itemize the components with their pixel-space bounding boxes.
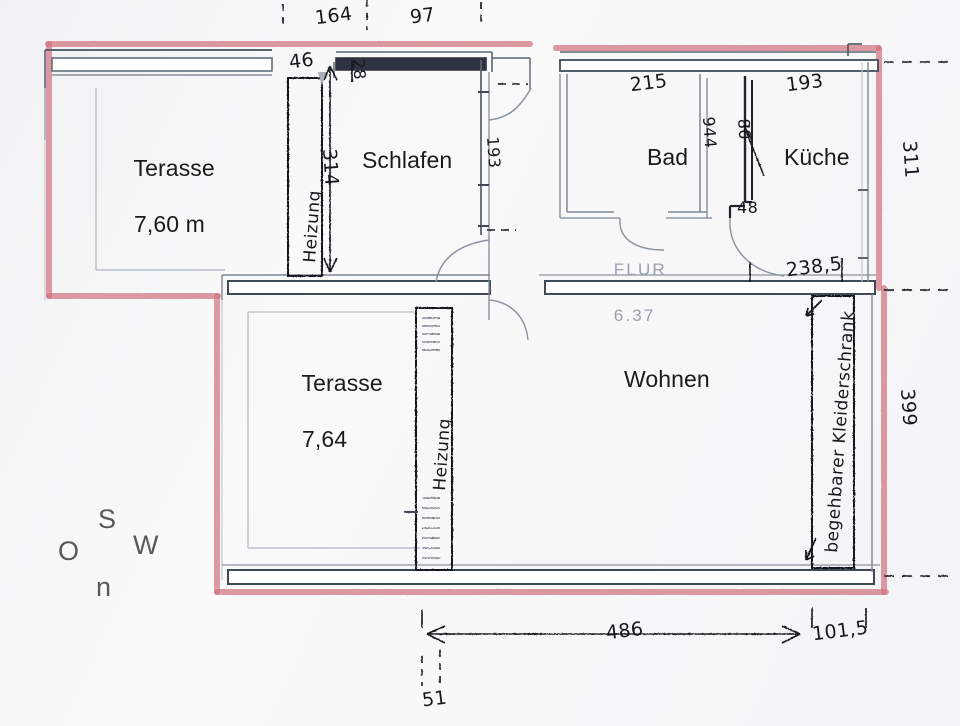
- room-name: Bad: [646, 144, 689, 171]
- dimension-text: 399: [896, 388, 921, 427]
- room-label-kueche: Küche: [758, 115, 850, 199]
- dimension-lines: [282, 0, 948, 686]
- dimension-text: 80: [734, 118, 755, 141]
- dimension-311: 311: [898, 140, 923, 179]
- highlight-outline: [45, 41, 889, 595]
- room-label-terasse-unten: Terasse 7,64: [276, 341, 383, 481]
- dimension-193-kueche: 193: [785, 70, 825, 96]
- dimension-193-mitte: 193: [483, 136, 504, 169]
- dimension-text: 193: [483, 136, 505, 169]
- compass-north: S: [98, 504, 116, 535]
- compass-west: O: [58, 536, 79, 567]
- fixture-boxes: [287, 77, 855, 571]
- compass-letter-text: O: [58, 536, 80, 566]
- dimension-97: 97: [409, 4, 436, 29]
- dimension-28: 28: [349, 58, 369, 80]
- dimension-164: 164: [314, 3, 354, 29]
- dimension-48: 48: [737, 198, 758, 217]
- room-name: Schlafen: [361, 147, 453, 174]
- compass-east: W: [133, 530, 158, 561]
- room-label-flur: FLUR 6.37: [586, 236, 667, 351]
- room-label-bad: Bad: [621, 115, 688, 199]
- room-name: Küche: [783, 144, 850, 171]
- flur-name: FLUR: [613, 259, 667, 279]
- compass-south: n: [96, 572, 111, 603]
- door-swings: [435, 87, 785, 341]
- dimension-46: 46: [288, 49, 315, 74]
- room-name: Terasse: [301, 370, 383, 397]
- dimension-944: 944: [699, 116, 720, 149]
- dimension-486: 486: [605, 618, 645, 644]
- room-name: Wohnen: [623, 366, 710, 393]
- compass-letter-text: W: [133, 530, 159, 560]
- room-label-schlafen: Schlafen: [336, 118, 452, 202]
- room-name: Terasse: [133, 155, 215, 182]
- room-value: 7,60 m: [133, 211, 205, 238]
- dimension-text: 314: [318, 148, 343, 187]
- room-value: 7,64: [301, 426, 348, 453]
- wall-marker-triangle: [318, 72, 326, 86]
- room-label-wohnen: Wohnen: [598, 337, 710, 421]
- dimension-text: 46: [287, 48, 316, 74]
- dimension-80: 80: [734, 118, 754, 140]
- dimension-text: 97: [408, 3, 437, 29]
- dimension-text: 51: [420, 686, 449, 712]
- printed-walls: [44, 43, 880, 585]
- dimension-text: 215: [628, 69, 669, 97]
- dimension-51: 51: [421, 687, 448, 712]
- dimension-text: 944: [699, 116, 721, 149]
- room-label-terasse-oben: Terasse 7,60 m: [108, 126, 215, 266]
- dimension-text: 28: [349, 58, 370, 81]
- dimension-215: 215: [629, 70, 669, 96]
- flur-area: 6.37: [613, 305, 656, 325]
- dimension-text: 311: [898, 140, 923, 179]
- dimension-text: 193: [784, 69, 825, 97]
- dimension-text: 164: [313, 2, 354, 30]
- dimension-399: 399: [896, 388, 921, 427]
- dimension-314: 314: [318, 148, 343, 187]
- dimension-text: 486: [604, 617, 645, 645]
- dimension-text: 48: [737, 198, 759, 217]
- compass-letter-text: n: [96, 572, 112, 602]
- compass-letter-text: S: [98, 504, 117, 534]
